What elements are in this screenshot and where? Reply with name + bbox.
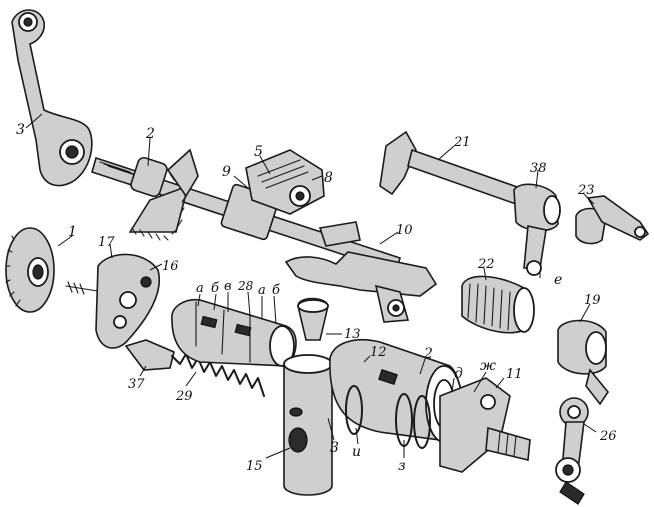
label-13: 13: [344, 327, 361, 342]
label-23: 23: [577, 183, 595, 198]
label-2-top: 2: [145, 126, 155, 142]
label-i: и: [352, 444, 361, 460]
part-12-drum: [329, 338, 463, 449]
label-28: 28: [237, 279, 254, 293]
label-9: 9: [222, 164, 231, 180]
label-3-lower: 3: [330, 440, 339, 456]
part-37-pin: [124, 339, 175, 371]
label-11: 11: [506, 367, 523, 382]
label-z: з: [398, 458, 406, 474]
label-10: 10: [396, 223, 413, 238]
label-22: 22: [477, 257, 495, 272]
part-26-lever: [555, 397, 589, 505]
part-15-tube: [283, 354, 333, 496]
label-17: 17: [98, 235, 115, 250]
label-a2: а: [258, 283, 266, 298]
label-21: 21: [453, 135, 471, 150]
part-1-gear-disc: [5, 227, 55, 313]
part-21-shaft: [379, 130, 521, 206]
part-11-flange: [439, 377, 531, 473]
label-2-lower: 2: [423, 346, 433, 362]
part-16-17-cam: [65, 253, 160, 349]
leader-lines: [25, 113, 597, 459]
label-19: 19: [584, 293, 601, 308]
callout-labels: 3 1 17 16 2 5 9 8 10 21 38 23 е 22 19 а …: [16, 122, 617, 474]
label-zh: ж: [480, 358, 496, 374]
part-28-sleeve: [171, 298, 297, 367]
label-3: 3: [16, 122, 25, 138]
part-19-hub: [557, 319, 609, 406]
part-22-splined-sleeve: [461, 275, 535, 334]
label-e: е: [554, 272, 562, 288]
label-8: 8: [324, 170, 333, 186]
label-29-main: 29: [175, 389, 193, 404]
part-38-bushing: [513, 183, 561, 276]
label-v: в: [224, 279, 232, 294]
label-12: 12: [370, 345, 387, 360]
label-37: 37: [128, 377, 145, 392]
label-b2: б: [272, 283, 280, 298]
label-b1: б: [211, 281, 219, 296]
label-5: 5: [254, 144, 263, 160]
label-15: 15: [246, 459, 263, 474]
part-3-lever: [11, 9, 93, 187]
main-shaft-assembly: [91, 148, 438, 323]
label-26: 26: [599, 429, 617, 444]
part-13-pin: [297, 297, 329, 341]
part-29-spring: [171, 353, 265, 397]
label-38: 38: [530, 161, 547, 176]
label-d: д: [454, 366, 463, 382]
label-a1: а: [196, 281, 204, 296]
part-23-crank: [575, 195, 650, 245]
label-1: 1: [68, 224, 77, 240]
label-16: 16: [162, 259, 179, 274]
